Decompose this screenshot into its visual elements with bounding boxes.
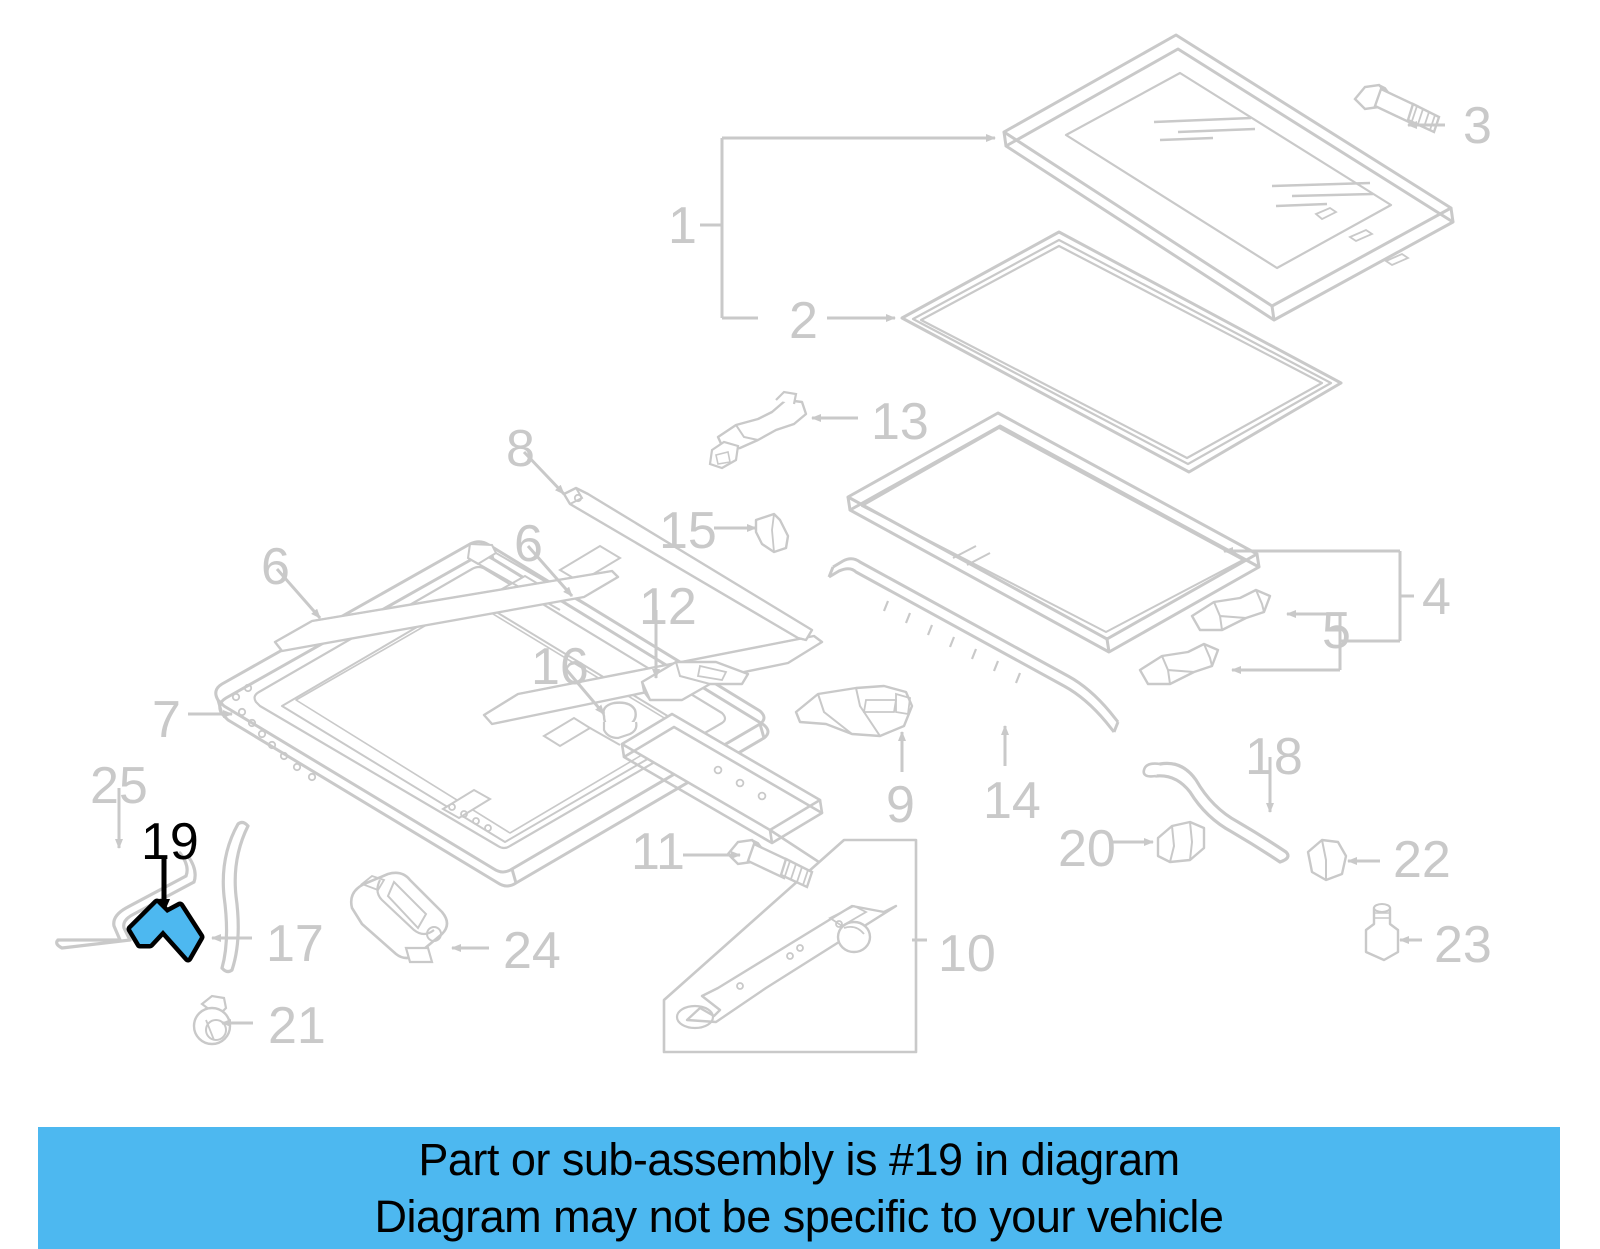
cable-18 xyxy=(1142,761,1290,864)
callout-label-21: 21 xyxy=(268,997,326,1055)
clip-5-lower xyxy=(1138,642,1220,686)
callout-label-25: 25 xyxy=(90,757,148,815)
sunshade-panel-group xyxy=(900,230,1343,474)
callout-label-20: 20 xyxy=(1058,820,1116,878)
clip-15 xyxy=(754,512,790,554)
callout-label-13: 13 xyxy=(871,393,929,451)
clip-20 xyxy=(1156,820,1206,864)
callout-label-6a: 6 xyxy=(261,538,290,596)
weatherstrip-seal xyxy=(827,557,1120,733)
bracket-9 xyxy=(794,684,914,738)
bracket-12 xyxy=(640,660,750,702)
callout-label-14: 14 xyxy=(983,772,1041,830)
shade-bumper-16 xyxy=(602,701,638,740)
grommet-21 xyxy=(192,994,232,1046)
clip-22 xyxy=(1306,838,1348,882)
highlighted-part-19 xyxy=(126,898,205,963)
callout-label-3: 3 xyxy=(1463,97,1492,155)
callout-label-7: 7 xyxy=(152,691,181,749)
caption-banner: Part or sub-assembly is #19 in diagram D… xyxy=(38,1127,1560,1249)
hinge-13 xyxy=(708,390,808,470)
callout-label-18: 18 xyxy=(1245,728,1303,786)
motor-24 xyxy=(349,871,449,964)
callout-label-19: 19 xyxy=(141,813,199,871)
callout-label-23: 23 xyxy=(1434,916,1492,974)
callout-label-17: 17 xyxy=(266,915,324,973)
callout-label-2: 2 xyxy=(789,292,818,350)
callout-label-5: 5 xyxy=(1322,602,1351,660)
callout-label-8: 8 xyxy=(506,420,535,478)
callout-label-15: 15 xyxy=(659,502,717,560)
bolt-11 xyxy=(726,838,814,889)
callout-label-16: 16 xyxy=(531,638,589,696)
deflector-bar-assembly xyxy=(562,486,814,642)
callout-label-12: 12 xyxy=(639,578,697,636)
trim-strip-left xyxy=(273,569,620,653)
callout-label-4: 4 xyxy=(1422,568,1451,626)
clip-5-upper xyxy=(1190,588,1272,632)
caption-line-1: Part or sub-assembly is #19 in diagram xyxy=(418,1134,1180,1185)
headliner-panel-group xyxy=(846,411,1261,654)
callout-label-11: 11 xyxy=(631,823,685,881)
stud-23 xyxy=(1364,903,1400,962)
inset-box-10 xyxy=(662,838,918,1054)
leader-lines xyxy=(115,121,1445,1027)
callout-label-22: 22 xyxy=(1393,831,1451,889)
caption-line-2: Diagram may not be specific to your vehi… xyxy=(374,1191,1224,1242)
callout-label-24: 24 xyxy=(503,922,561,980)
drain-tube-25 xyxy=(55,851,197,950)
glass-panel-group xyxy=(1002,33,1455,322)
drain-hose-17 xyxy=(220,820,250,974)
callout-label-9: 9 xyxy=(886,776,915,834)
callout-label-6b: 6 xyxy=(514,515,543,573)
callout-label-10: 10 xyxy=(938,925,996,983)
callout-label-1: 1 xyxy=(668,197,697,255)
